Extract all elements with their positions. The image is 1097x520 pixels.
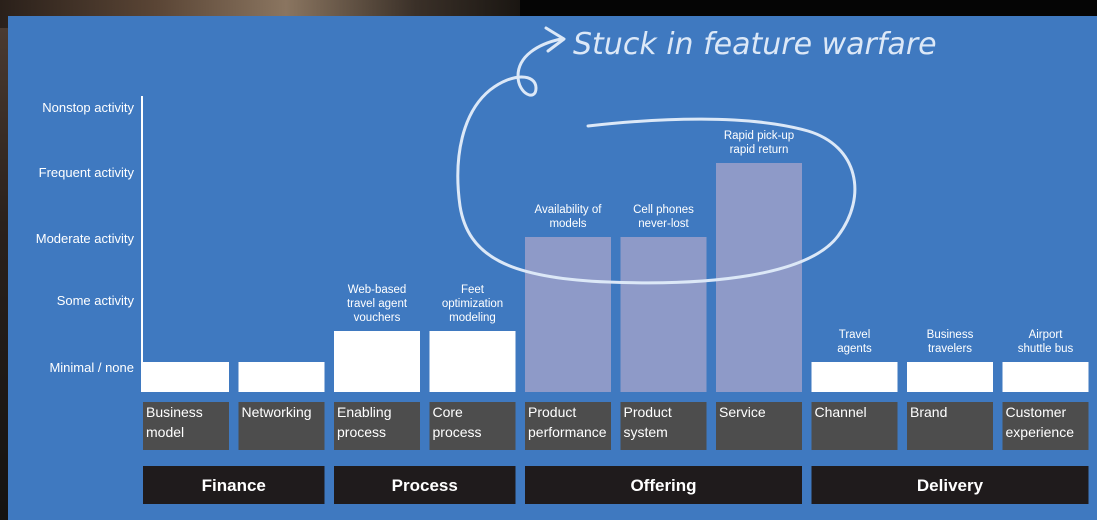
category-box: [143, 402, 229, 450]
bar-label-line: Rapid pick-up: [724, 130, 794, 142]
category-label-line: Networking: [242, 404, 312, 420]
category-label: Brand: [910, 404, 947, 420]
bar-label: Travel agents: [837, 329, 872, 355]
category-box: [811, 402, 898, 450]
group-label: Process: [392, 476, 458, 495]
annotation-text: Stuck in feature warfare: [573, 27, 937, 62]
category-label: Product system: [624, 404, 672, 440]
bar-label-line: Business: [927, 329, 974, 341]
bar-label: Feet optimization modeling: [442, 284, 503, 324]
annotation-loop: [456, 37, 857, 285]
category-label: Business model: [146, 404, 203, 440]
bar-label: Cell phones never-lost: [633, 204, 694, 230]
category-box: [429, 402, 516, 450]
category-label: Customer experience: [1006, 404, 1075, 440]
bar-label-line: never-lost: [638, 218, 689, 230]
category-label-line: performance: [528, 424, 607, 440]
y-axis-labels: Minimal / none Some activity Moderate acti…: [36, 100, 135, 375]
category-label: Core process: [433, 404, 482, 440]
category-box: [334, 402, 420, 450]
y-level-label: Moderate activity: [36, 231, 135, 246]
group-box: [143, 466, 325, 504]
bar: [238, 362, 325, 392]
bar-label-line: models: [549, 218, 586, 230]
bar: [429, 331, 516, 392]
y-level-label: Frequent activity: [39, 165, 135, 180]
group-box: [525, 466, 802, 504]
bar-label-line: travel agent: [347, 298, 408, 310]
bar: [620, 237, 707, 392]
bar-label-line: modeling: [449, 312, 496, 324]
bar-label-line: Airport: [1029, 329, 1064, 341]
category-label-line: Business: [146, 404, 203, 420]
category-label-line: model: [146, 424, 184, 440]
group-boxes: Finance Process Offering Delivery: [143, 466, 1089, 504]
category-label: Product performance: [528, 404, 607, 440]
annotation-arrowhead: [544, 26, 566, 53]
bar-label-line: Travel: [839, 329, 871, 341]
y-level-label: Some activity: [57, 293, 135, 308]
bar-label-line: Feet: [461, 284, 485, 296]
category-label: Networking: [242, 404, 312, 420]
bar-label: Rapid pick-up rapid return: [724, 130, 794, 156]
bar: [811, 362, 898, 392]
group-box: [811, 466, 1089, 504]
bar-label-line: agents: [837, 343, 872, 355]
bar-label: Availability of models: [535, 204, 603, 230]
category-label-line: Core: [433, 404, 464, 420]
category-label-line: Brand: [910, 404, 947, 420]
category-box: [525, 402, 611, 450]
category-label-line: system: [624, 424, 668, 440]
group-label: Delivery: [917, 476, 984, 495]
category-box: [1002, 402, 1089, 450]
category-box: [716, 402, 802, 450]
category-label-line: Customer: [1006, 404, 1067, 420]
y-level-label: Nonstop activity: [42, 100, 134, 115]
bar-label: Business travelers: [927, 329, 974, 355]
category-label-line: Product: [528, 404, 576, 420]
group-label: Finance: [202, 476, 266, 495]
bar-label-line: shuttle bus: [1018, 343, 1074, 355]
bar-label: Airport shuttle bus: [1018, 329, 1074, 355]
category-label: Service: [719, 404, 766, 420]
category-label-line: experience: [1006, 424, 1075, 440]
category-label-line: process: [337, 424, 386, 440]
category-label: Channel: [815, 404, 867, 420]
ten-types-bar-chart: Minimal / none Some activity Moderate acti…: [36, 26, 1089, 504]
category-label-line: Channel: [815, 404, 867, 420]
category-label-line: Enabling: [337, 404, 392, 420]
category-box: [238, 402, 325, 450]
bar-label-line: travelers: [928, 343, 972, 355]
bar-label-line: Cell phones: [633, 204, 694, 216]
category-box: [907, 402, 993, 450]
bar-labels: Web-based travel agent vouchers Feet optimiz…: [347, 130, 1074, 355]
category-box: [620, 402, 707, 450]
category-label-line: Service: [719, 404, 766, 420]
bar-label: Web-based travel agent vouchers: [347, 284, 408, 324]
bar: [334, 331, 420, 392]
bar: [907, 362, 993, 392]
bar: [525, 237, 611, 392]
category-label: Enabling process: [337, 404, 392, 440]
background-photo-edge: [0, 28, 8, 520]
bar: [1002, 362, 1089, 392]
group-box: [334, 466, 516, 504]
bar: [143, 362, 229, 392]
y-level-label: Minimal / none: [49, 360, 134, 375]
category-label-line: process: [433, 424, 482, 440]
bar-label-line: optimization: [442, 298, 503, 310]
annotation: Stuck in feature warfare: [456, 26, 937, 285]
bar-label-line: vouchers: [354, 312, 401, 324]
bars: [143, 163, 1089, 392]
chart-panel: Minimal / none Some activity Moderate acti…: [8, 16, 1097, 520]
bar-label-line: Availability of: [535, 204, 603, 216]
category-label-line: Product: [624, 404, 672, 420]
bar-label-line: rapid return: [730, 144, 789, 156]
bar-label-line: Web-based: [348, 284, 407, 296]
group-label: Offering: [630, 476, 696, 495]
